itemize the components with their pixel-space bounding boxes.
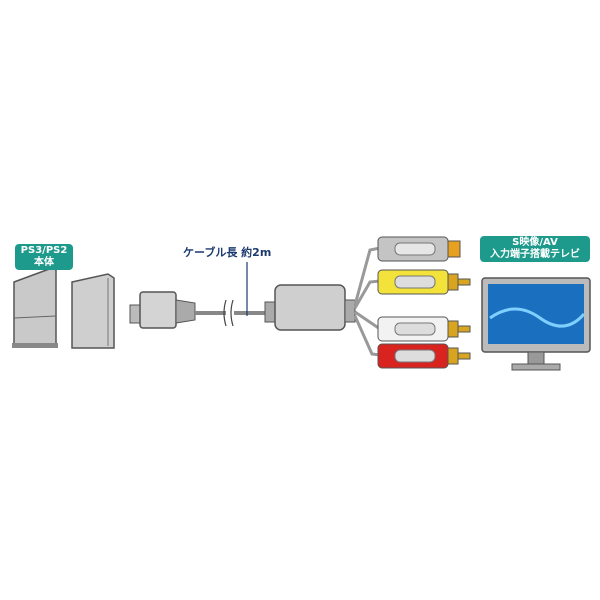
tv-label: S映像/AV 入力端子搭載テレビ: [480, 236, 590, 262]
tv: [481, 277, 591, 371]
cable-length-label: ケーブル長 約2m: [183, 246, 272, 259]
cable: [195, 262, 265, 327]
red-audio-plug: [377, 343, 471, 369]
yellow-video-plug: [377, 269, 471, 295]
white-audio-plug: [377, 316, 471, 342]
branch-cables: [353, 246, 381, 357]
tv-label-line2: 入力端子搭載テレビ: [490, 249, 580, 260]
ps3-slim-console: [71, 273, 115, 349]
tv-label-line1: S映像/AV: [512, 237, 558, 248]
splitter-box: [264, 284, 356, 331]
console-label: PS3/PS2 本体: [15, 244, 73, 270]
multi-av-connector: [129, 291, 196, 329]
s-video-plug: [377, 236, 461, 262]
ps2-slim-console: [12, 267, 58, 348]
